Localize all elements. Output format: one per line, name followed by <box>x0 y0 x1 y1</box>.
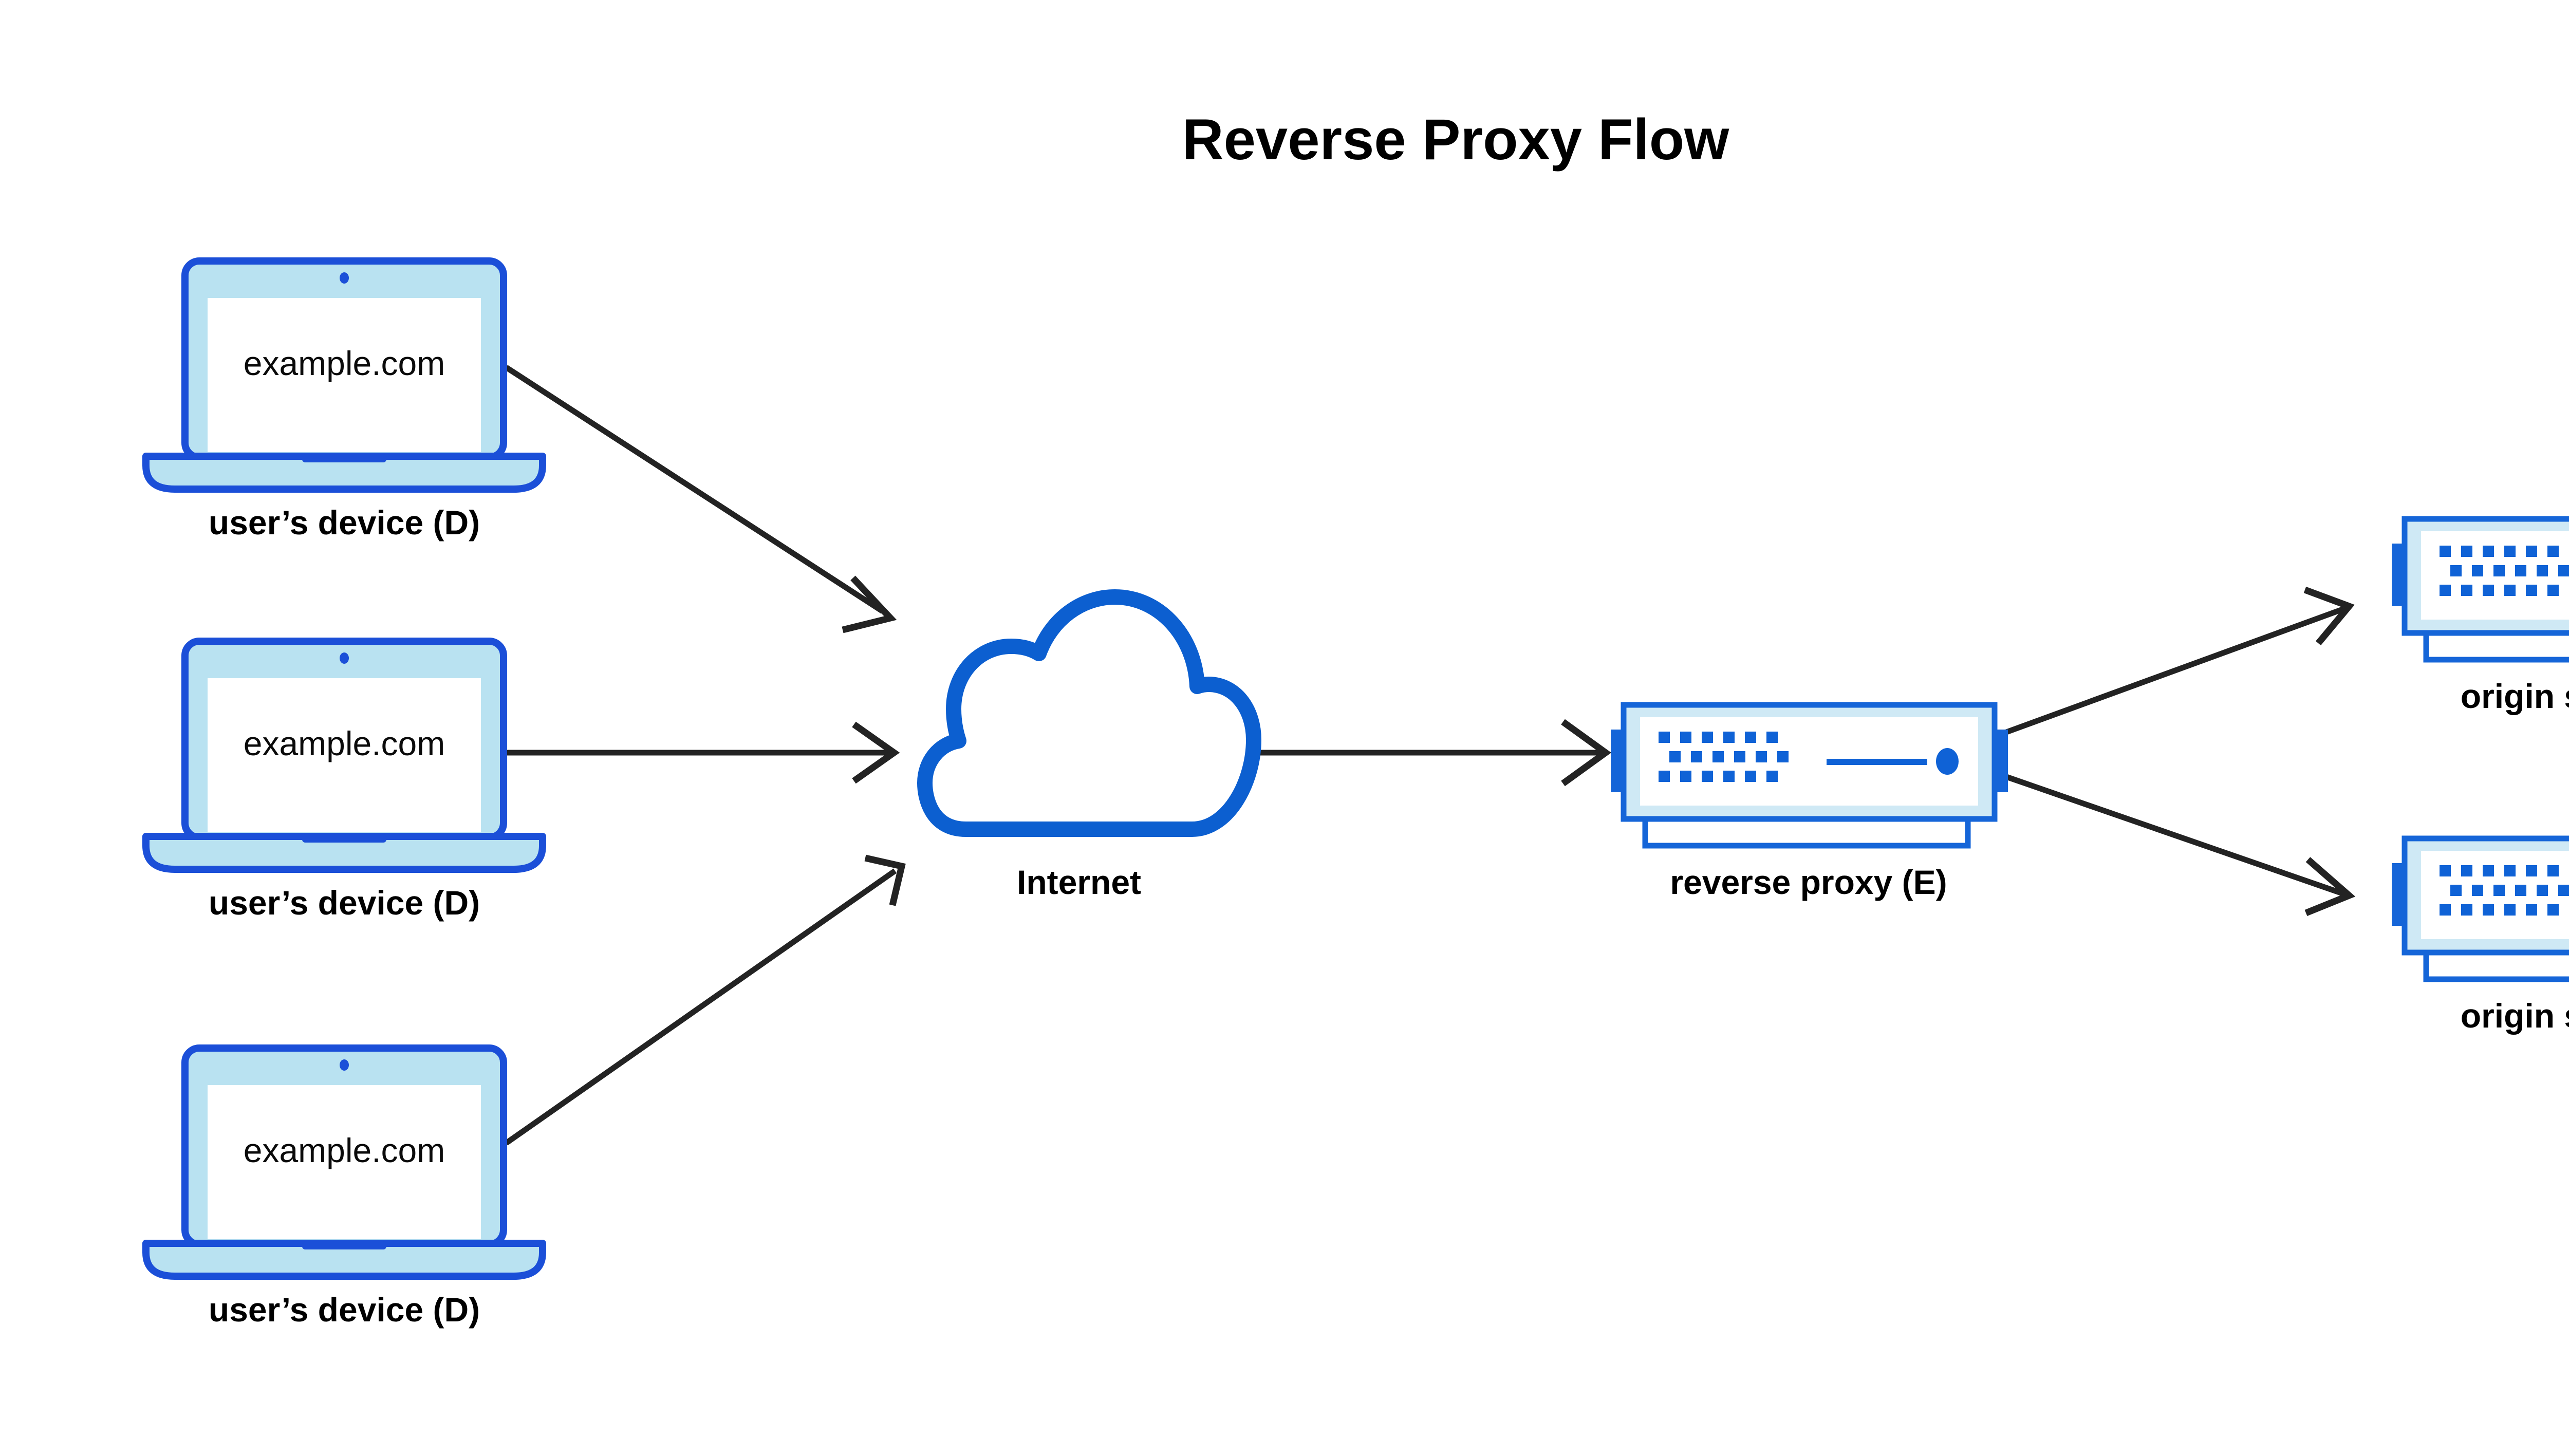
node-origin-bottom[interactable]: origin server (F) <box>2392 835 2569 1035</box>
laptop-icon: example.com <box>142 257 546 493</box>
laptop-base <box>142 453 546 493</box>
server-led-icon <box>1936 748 1959 775</box>
server-icon <box>2392 835 2569 982</box>
server-icon <box>2392 516 2569 663</box>
device-label: user’s device (D) <box>209 503 480 542</box>
origin-server-label: origin server (F) <box>2461 997 2569 1035</box>
connector-device-bottom-to-internet <box>504 854 906 1146</box>
server-status-line <box>1827 759 1927 765</box>
node-reverse-proxy[interactable]: reverse proxy (E) <box>1611 702 2008 901</box>
laptop-screen <box>208 298 481 452</box>
laptop-trackpad-notch <box>302 1241 386 1249</box>
laptop-camera-icon <box>340 272 349 284</box>
laptop-camera-icon <box>340 1059 349 1071</box>
origin-server-label: origin server (F) <box>2461 677 2569 715</box>
device-screen-url: example.com <box>244 724 445 762</box>
page-title: Reverse Proxy Flow <box>1182 107 1729 172</box>
laptop-camera-icon <box>340 652 349 664</box>
laptop-screen <box>208 678 481 832</box>
laptop-base <box>142 833 546 873</box>
laptop-trackpad-notch <box>302 834 386 843</box>
node-internet[interactable]: Internet <box>917 589 1261 901</box>
server-icon <box>1611 702 2008 849</box>
laptop-icon: example.com <box>142 1044 546 1280</box>
laptop-base <box>142 1240 546 1280</box>
server-ports-grid <box>1659 732 1789 782</box>
device-label: user’s device (D) <box>209 884 480 922</box>
node-device-top[interactable]: example.com user’s device (D) <box>142 257 546 542</box>
cloud-icon <box>917 589 1261 837</box>
device-label: user’s device (D) <box>209 1291 480 1329</box>
connector-device-middle-to-internet <box>506 721 900 784</box>
connector-proxy-to-origin-top <box>2005 586 2355 735</box>
node-device-middle[interactable]: example.com user’s device (D) <box>142 638 546 922</box>
device-screen-url: example.com <box>244 1131 445 1169</box>
server-ports-grid <box>2440 546 2569 596</box>
laptop-trackpad-notch <box>302 454 386 462</box>
server-ports-grid <box>2440 865 2569 916</box>
node-device-bottom[interactable]: example.com user’s device (D) <box>142 1044 546 1329</box>
laptop-screen <box>208 1085 481 1239</box>
device-screen-url: example.com <box>244 344 445 382</box>
connector-proxy-to-origin-bottom <box>2005 774 2356 917</box>
connector-internet-to-proxy <box>1251 719 1612 787</box>
node-origin-top[interactable]: origin server (F) <box>2392 516 2569 715</box>
server-face-panel <box>1640 717 1978 806</box>
laptop-icon: example.com <box>142 638 546 873</box>
connector-device-top-to-internet <box>505 365 897 633</box>
reverse-proxy-label: reverse proxy (E) <box>1670 863 1947 901</box>
internet-label: Internet <box>1017 863 1141 901</box>
